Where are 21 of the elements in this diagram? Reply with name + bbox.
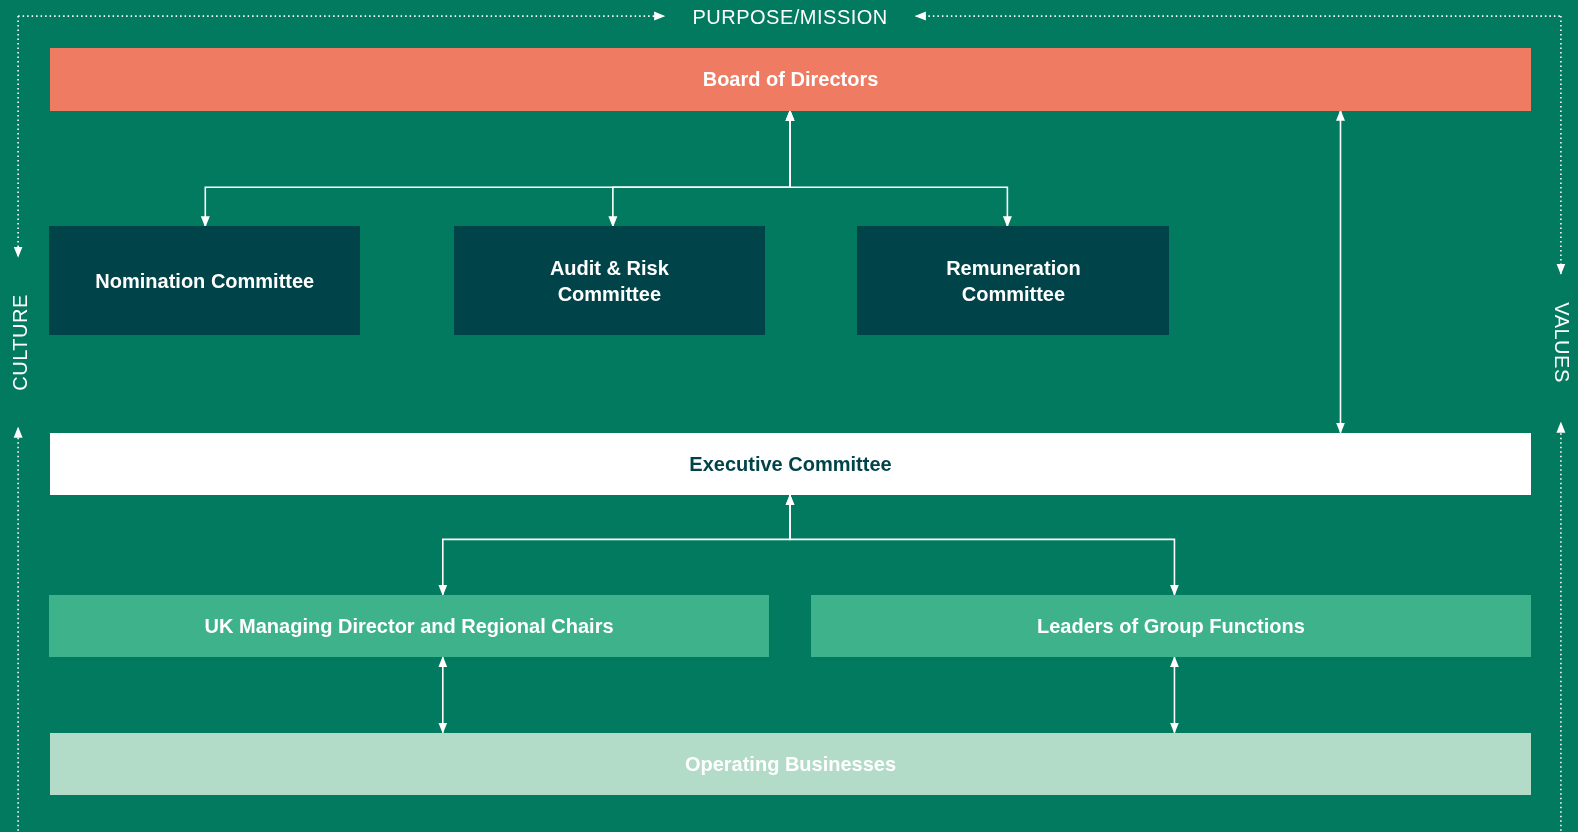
committee-box <box>857 226 1170 336</box>
connector-arrow <box>785 494 1179 596</box>
org-box <box>811 594 1531 658</box>
node-label: Executive Committee <box>689 451 892 477</box>
node-label: Nomination Committee <box>95 268 315 294</box>
connector-arrow <box>785 109 1012 228</box>
committee-box <box>49 226 361 336</box>
connector-arrow <box>1336 109 1345 434</box>
org-box <box>50 432 1531 496</box>
connector-arrow <box>1169 656 1179 734</box>
node-label: Operating Businesses <box>684 751 897 777</box>
node-label: Audit & Risk Committee <box>548 255 670 307</box>
org-box <box>49 594 769 658</box>
node-label: UK Managing Director and Regional Chairs <box>204 613 614 639</box>
node-label: Board of Directors <box>702 67 879 93</box>
org-box <box>50 732 1531 796</box>
committee-box <box>453 226 765 336</box>
node-label: Leaders of Group Functions <box>1037 613 1305 639</box>
connector-arrow <box>438 656 448 734</box>
org-box <box>50 48 1531 111</box>
node-label: Remuneration Committee <box>945 255 1082 307</box>
